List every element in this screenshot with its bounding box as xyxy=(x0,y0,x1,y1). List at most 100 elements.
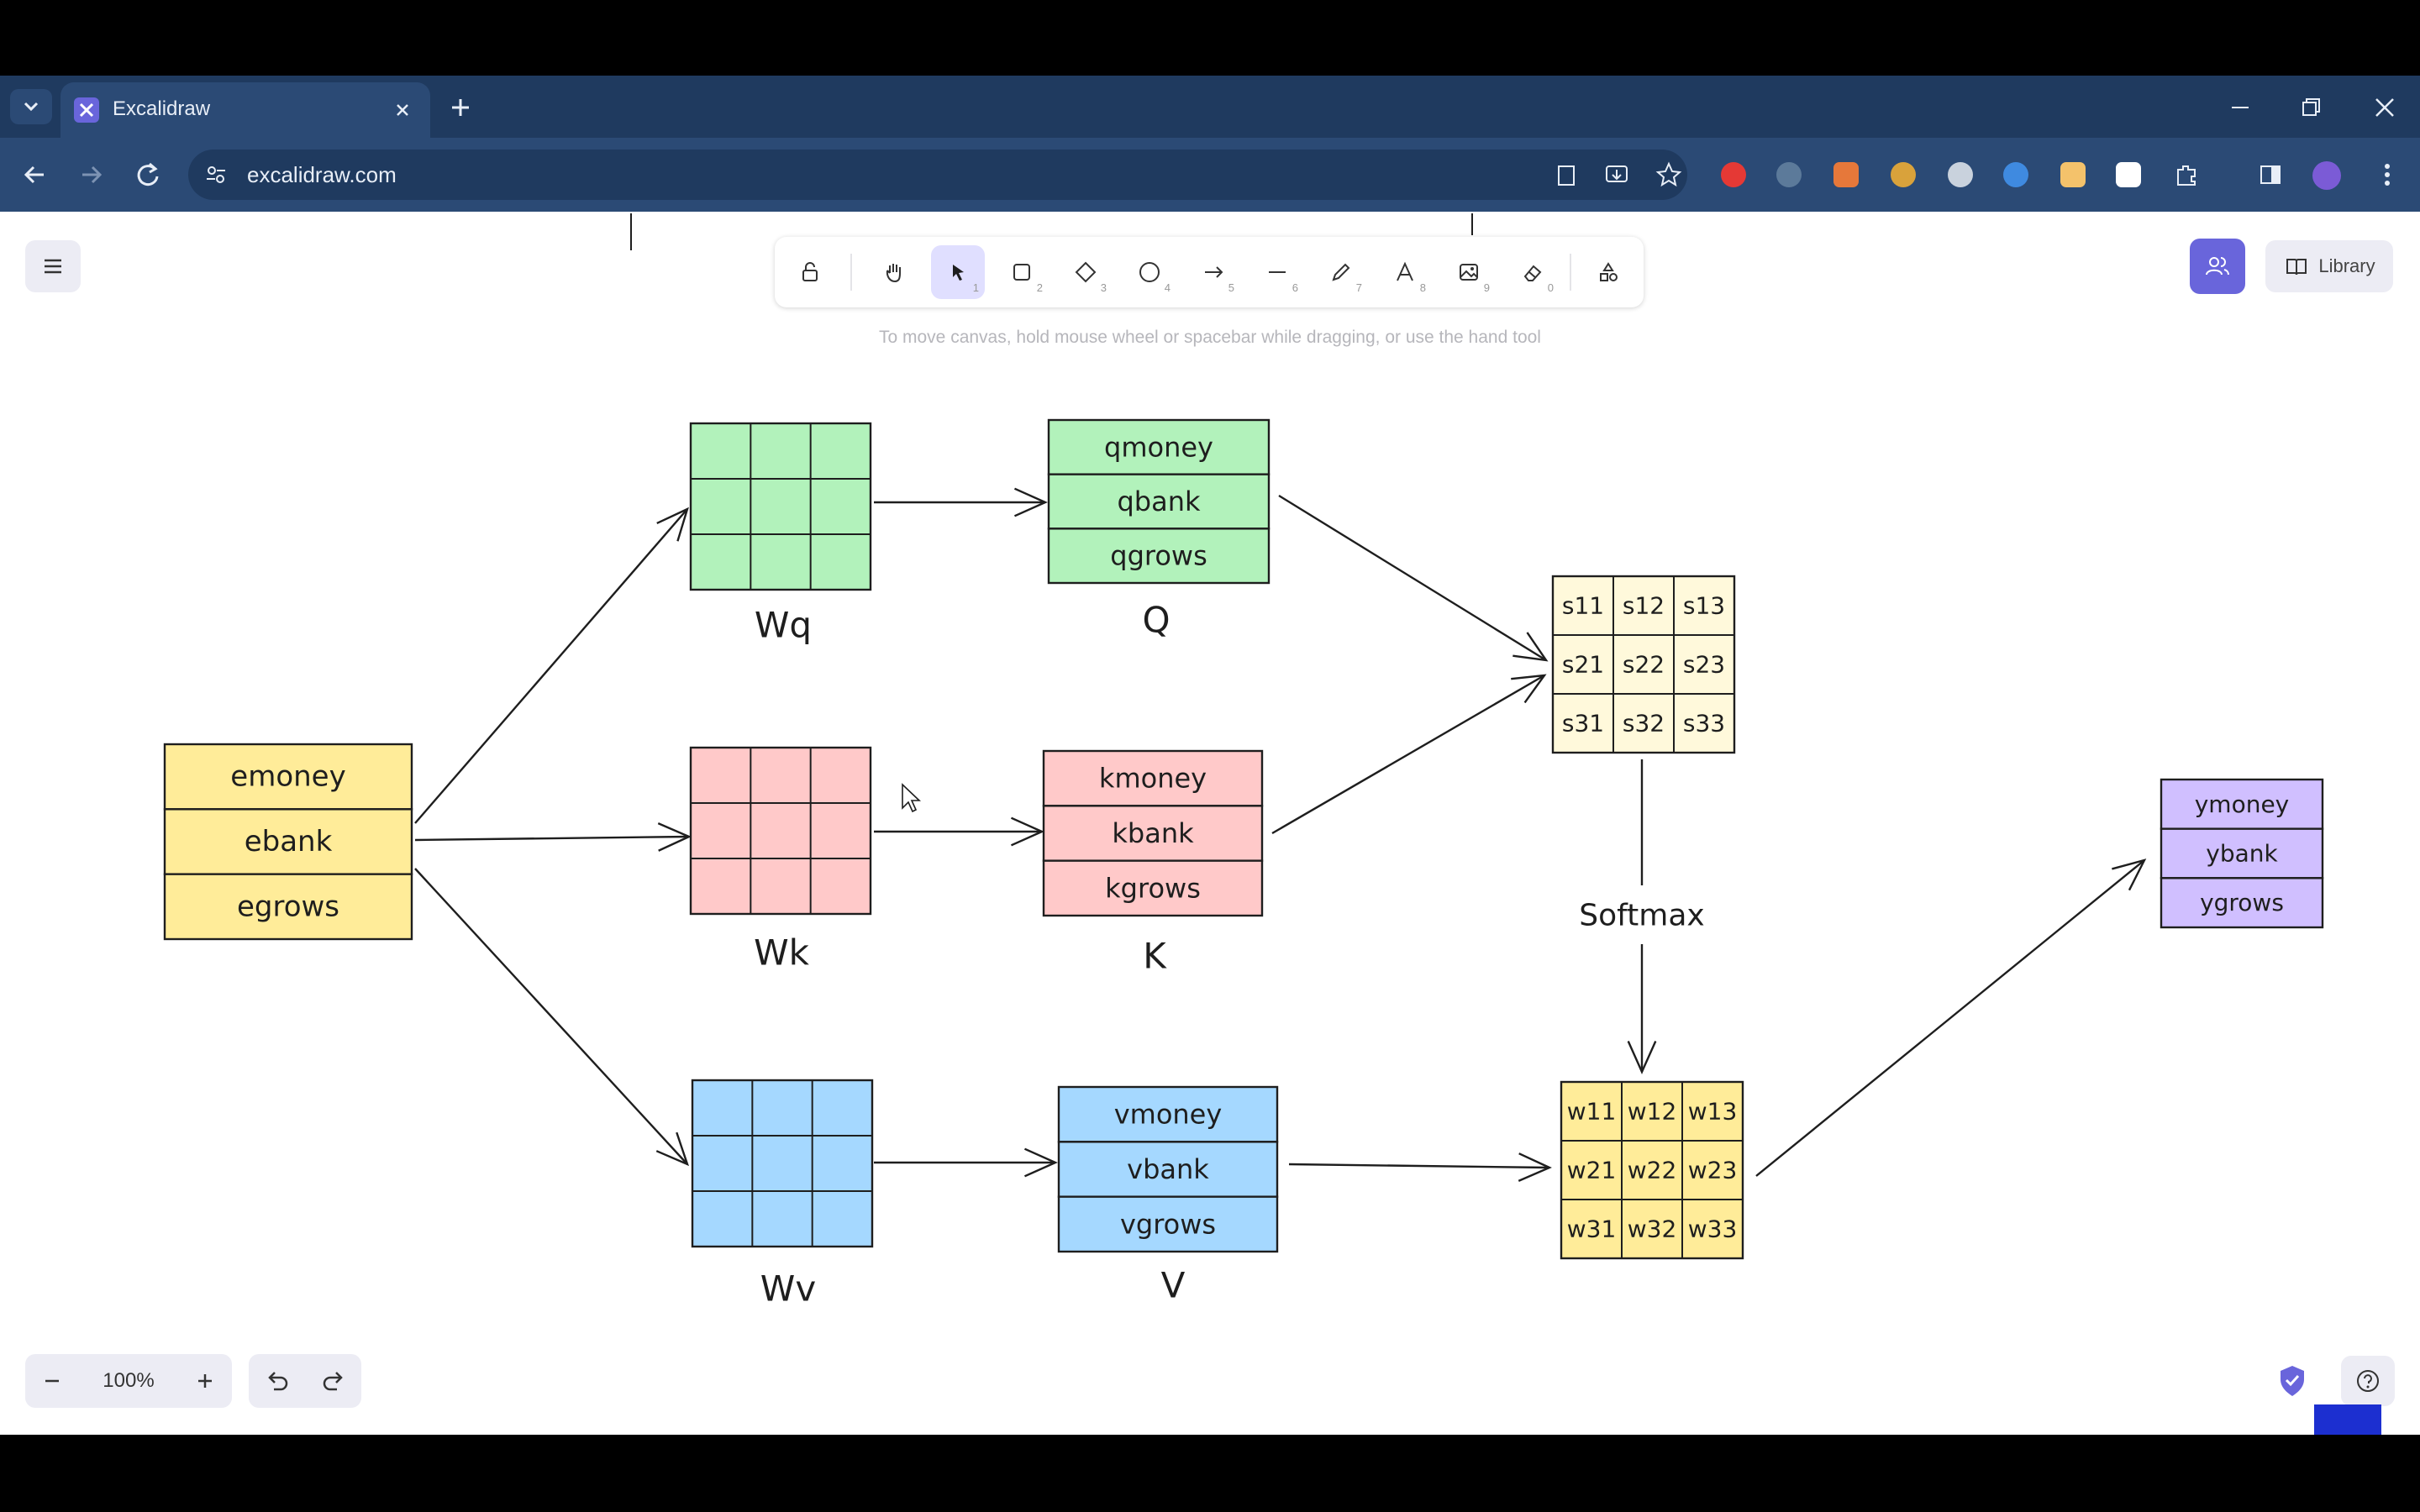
score-matrix[interactable] xyxy=(1551,575,1736,754)
arrow-v-to-weights[interactable] xyxy=(1288,1152,1552,1182)
arrow-wq-to-q[interactable] xyxy=(874,487,1048,517)
library-button[interactable]: Library xyxy=(2265,240,2393,292)
close-tab-icon[interactable] xyxy=(390,97,415,123)
tab-search-button[interactable] xyxy=(10,89,52,124)
arrow-input-to-wk[interactable] xyxy=(414,822,692,852)
arrow-weights-to-output[interactable] xyxy=(1755,858,2147,1177)
input-vector-cell[interactable] xyxy=(163,808,413,875)
excalidraw-favicon-icon xyxy=(74,97,99,123)
q-vector-cell[interactable] xyxy=(1047,473,1270,530)
arrow-k-to-scores[interactable] xyxy=(1271,674,1547,835)
tool-palette: 1 2 3 4 5 6 7 8 9 xyxy=(775,237,1644,307)
attention-weight-matrix-entry: w21 xyxy=(1567,1157,1617,1184)
input-vector-cell[interactable] xyxy=(163,743,413,811)
zoom-in-icon[interactable] xyxy=(178,1354,232,1408)
extension-icon-5[interactable] xyxy=(1948,162,1973,187)
image-icon xyxy=(1460,264,1478,281)
diamond-tool[interactable]: 3 xyxy=(1059,245,1113,299)
extension-icon-3[interactable] xyxy=(1833,162,1859,187)
eraser-icon xyxy=(1523,265,1542,281)
bottom-letterbox xyxy=(0,1435,2420,1512)
attention-weight-matrix-entry: w11 xyxy=(1567,1098,1617,1126)
ellipse-icon xyxy=(1139,262,1160,282)
k-vector-cell[interactable] xyxy=(1042,859,1264,917)
profile-avatar[interactable] xyxy=(2312,161,2341,190)
v-vector-cell[interactable] xyxy=(1057,1195,1279,1253)
q-label: Q xyxy=(1142,600,1170,641)
extension-icon-2[interactable] xyxy=(1776,162,1802,187)
input-vector-cell[interactable] xyxy=(163,873,413,941)
q-vector-cell[interactable] xyxy=(1047,418,1270,475)
rectangle-tool[interactable]: 2 xyxy=(995,245,1049,299)
browser-tab[interactable]: Excalidraw xyxy=(60,82,430,138)
v-vector-cell[interactable] xyxy=(1057,1141,1279,1198)
line-tool[interactable]: 6 xyxy=(1250,245,1304,299)
redo-icon[interactable] xyxy=(315,1362,352,1399)
hand-tool[interactable] xyxy=(867,245,921,299)
arrow-input-to-wq[interactable] xyxy=(414,507,689,824)
v-vector-label: vbank xyxy=(1127,1153,1209,1185)
arrow-input-to-wv[interactable] xyxy=(414,868,689,1167)
help-button[interactable] xyxy=(2341,1356,2395,1406)
weight-label-v: Wv xyxy=(760,1268,816,1310)
new-tab-icon[interactable] xyxy=(444,91,477,124)
undo-icon[interactable] xyxy=(259,1362,296,1399)
image-tool[interactable]: 9 xyxy=(1442,245,1496,299)
site-info-icon[interactable] xyxy=(203,162,229,187)
url-bar[interactable]: excalidraw.com xyxy=(188,150,1687,200)
extension-icon-7[interactable] xyxy=(2060,162,2086,187)
arrow-wk-to-k[interactable] xyxy=(874,816,1044,847)
extension-icon-1[interactable] xyxy=(1721,162,1746,187)
extension-icon-6[interactable] xyxy=(2003,162,2028,187)
clipboard-icon[interactable] xyxy=(1551,160,1581,190)
output-vector-cell[interactable] xyxy=(2160,778,2324,830)
zoom-level[interactable]: 100% xyxy=(103,1369,155,1392)
main-menu-button[interactable] xyxy=(25,240,81,292)
arrow-wv-to-v[interactable] xyxy=(874,1147,1058,1178)
collaborate-button[interactable] xyxy=(2190,239,2245,294)
weight-label-q: Wq xyxy=(755,605,812,646)
back-icon[interactable] xyxy=(17,156,54,193)
close-window-icon[interactable] xyxy=(2368,91,2402,124)
browser-menu-icon[interactable] xyxy=(2375,158,2400,192)
bookmark-star-icon[interactable] xyxy=(1654,160,1684,190)
input-vector-label: emoney xyxy=(230,760,345,794)
arrow-q-to-scores[interactable] xyxy=(1278,494,1549,662)
extension-icon-8[interactable] xyxy=(2116,162,2141,187)
install-app-icon[interactable] xyxy=(1602,160,1632,190)
lock-tool[interactable] xyxy=(783,245,837,299)
score-matrix-entry: s11 xyxy=(1562,592,1604,620)
q-vector-cell[interactable] xyxy=(1047,528,1270,585)
shield-check-icon[interactable] xyxy=(2275,1362,2309,1399)
text-tool[interactable]: 8 xyxy=(1378,245,1432,299)
softmax-label: Softmax xyxy=(1579,899,1704,933)
score-matrix-entry: s32 xyxy=(1623,710,1665,738)
forward-icon[interactable] xyxy=(72,156,109,193)
ellipse-tool[interactable]: 4 xyxy=(1123,245,1176,299)
extensions-puzzle-icon[interactable] xyxy=(2171,160,2202,190)
canvas-hint: To move canvas, hold mouse wheel or spac… xyxy=(879,328,1541,347)
v-vector-label: vgrows xyxy=(1120,1208,1216,1240)
weight-matrix-v[interactable] xyxy=(691,1079,874,1248)
arrow-softmax-to-weights[interactable] xyxy=(1627,944,1657,1074)
score-matrix-entry: s21 xyxy=(1562,651,1604,679)
side-panel-icon[interactable] xyxy=(2255,160,2286,190)
minimize-icon[interactable] xyxy=(2223,91,2257,124)
selection-tool[interactable]: 1 xyxy=(931,245,985,299)
zoom-out-icon[interactable] xyxy=(25,1354,79,1408)
attention-weight-matrix[interactable] xyxy=(1560,1080,1744,1260)
arrow-tool[interactable]: 5 xyxy=(1186,245,1240,299)
extension-icon-4[interactable] xyxy=(1891,162,1916,187)
attention-weight-matrix-entry: w31 xyxy=(1567,1215,1617,1243)
v-vector-cell[interactable] xyxy=(1057,1085,1279,1143)
reload-icon[interactable] xyxy=(129,156,166,193)
draw-tool[interactable]: 7 xyxy=(1314,245,1368,299)
extra-tools-button[interactable] xyxy=(1581,245,1635,299)
weight-matrix-q[interactable] xyxy=(689,422,872,591)
eraser-tool[interactable]: 0 xyxy=(1506,245,1560,299)
restore-icon[interactable] xyxy=(2294,91,2328,124)
k-vector-label: kgrows xyxy=(1105,872,1201,904)
k-vector-cell[interactable] xyxy=(1042,749,1264,807)
output-vector-cell[interactable] xyxy=(2160,877,2324,929)
weight-matrix-k[interactable] xyxy=(689,746,872,916)
